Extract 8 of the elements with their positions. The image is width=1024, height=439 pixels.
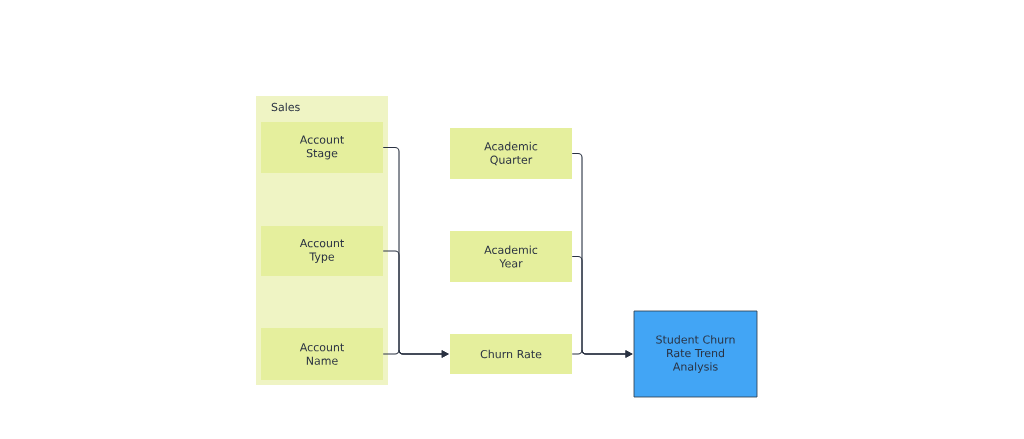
field-box: Account Name	[261, 328, 383, 380]
result-box: Student Churn Rate Trend Analysis	[633, 310, 758, 398]
field-box: Churn Rate	[450, 334, 572, 374]
field-box: Academic Year	[450, 231, 572, 282]
field-box: Account Stage	[261, 122, 383, 173]
field-box: Account Type	[261, 226, 383, 276]
arrow	[382, 349, 449, 358]
field-box: Academic Quarter	[450, 128, 572, 179]
